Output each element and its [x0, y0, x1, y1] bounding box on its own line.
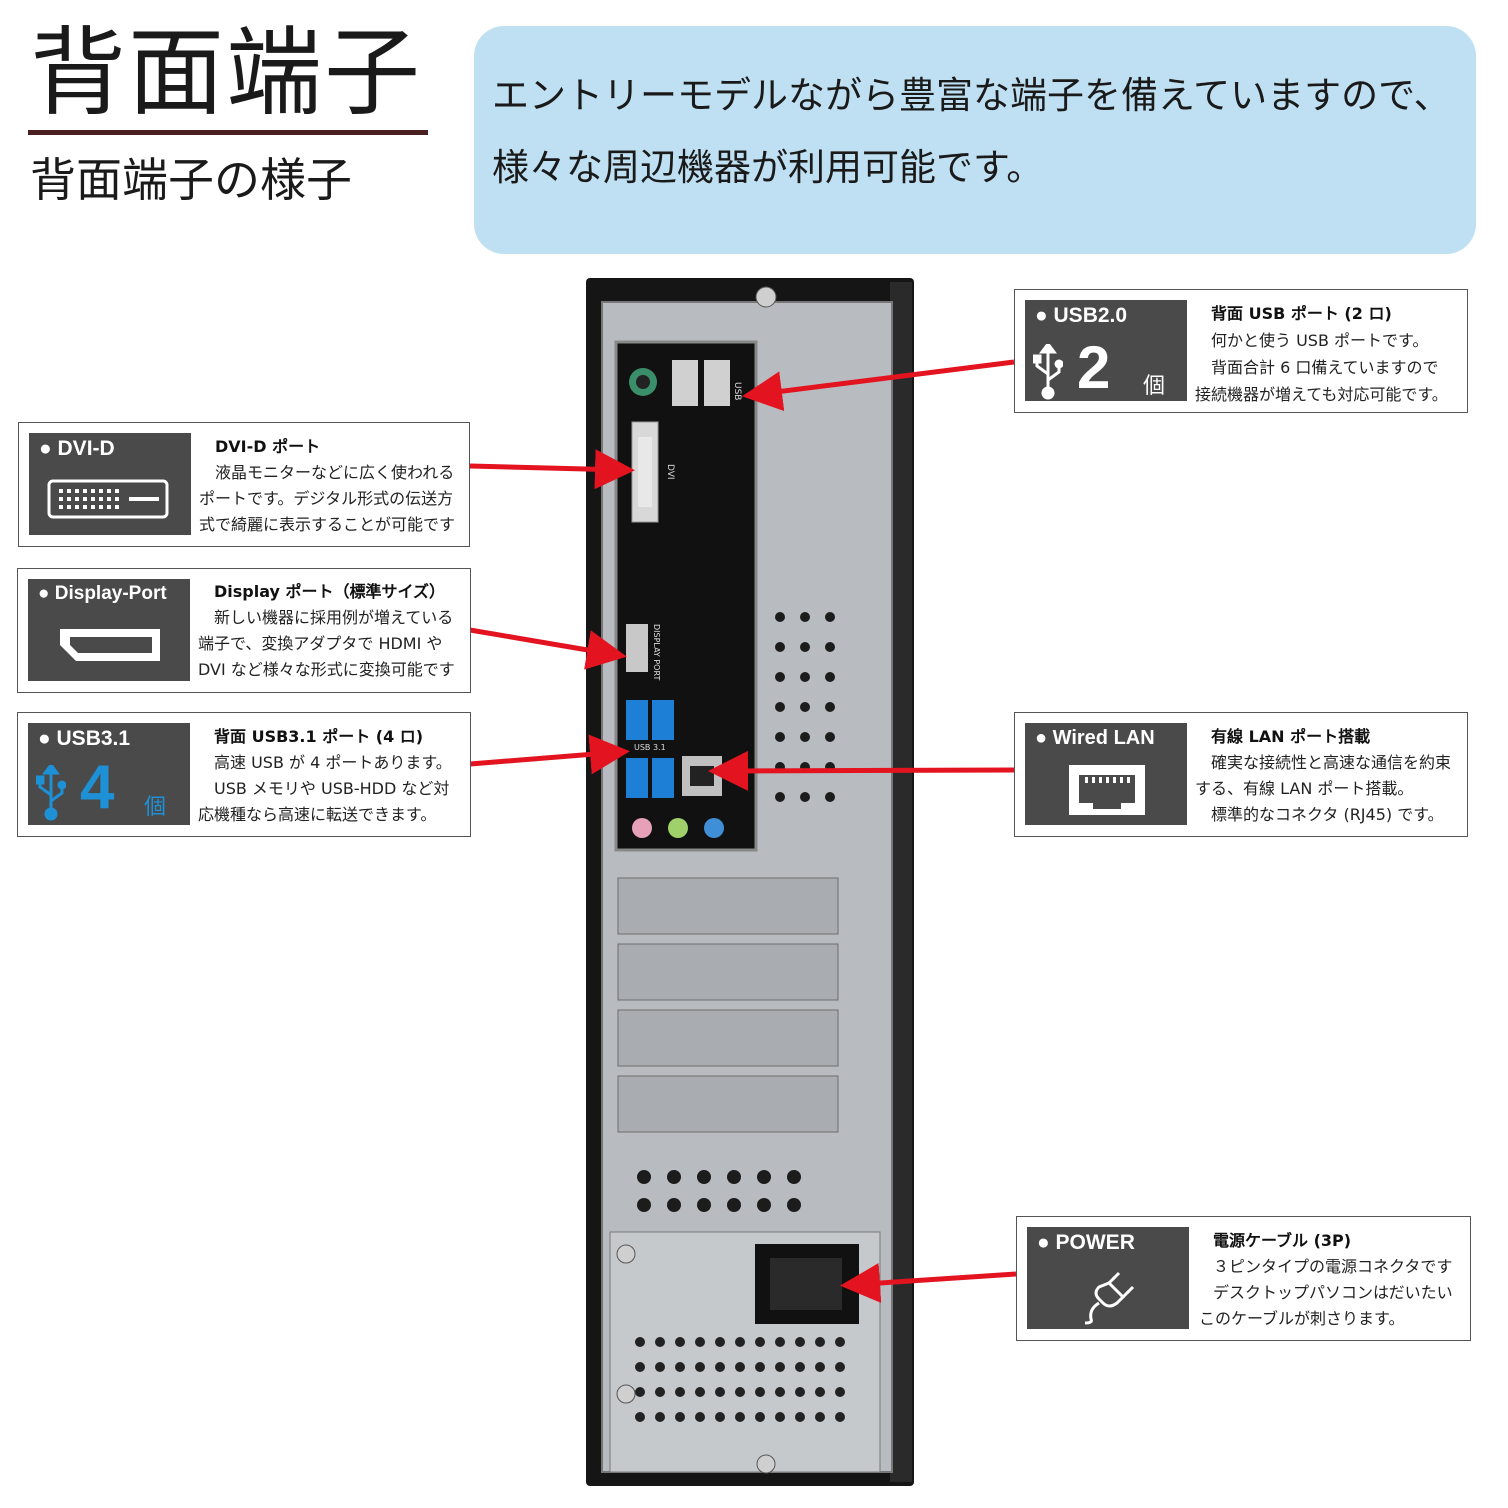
- usb-icon: [1033, 344, 1063, 400]
- card-title: 有線 LAN ポート搭載: [1211, 727, 1371, 746]
- card-line: DVI など様々な形式に変換可能です: [198, 660, 455, 679]
- arrow-usb3: [469, 734, 630, 775]
- pc-label-dvi: DVI: [665, 464, 675, 480]
- page-title: 背面端子: [30, 17, 422, 129]
- card-line: 式で綺麗に表示することが可能です: [199, 515, 456, 534]
- card-line: 確実な接続性と高速な通信を約束: [1211, 753, 1452, 772]
- arrow-displayport: [469, 627, 627, 670]
- usb-icon: [36, 765, 66, 821]
- card-line: する、有線 LAN ポート搭載。: [1195, 779, 1414, 798]
- arrow-lan: [708, 750, 1015, 791]
- card-line: 新しい機器に採用例が増えている: [214, 608, 454, 627]
- title-underline: [28, 130, 428, 135]
- tile-displayport: ● Display-Port: [28, 579, 190, 681]
- arrow-usb2: [742, 359, 1015, 412]
- card-line: 応機種なら高速に転送できます。: [198, 805, 437, 824]
- arrow-power: [840, 1263, 1017, 1303]
- dvi-connector-icon: [47, 479, 169, 519]
- usb2-count: 2: [1077, 334, 1111, 401]
- card-line: 端子で、変換アダプタで HDMI や: [198, 634, 443, 653]
- usb2-unit: 個: [1143, 374, 1166, 399]
- usb3-unit: 個: [144, 795, 167, 820]
- tile-label: ● USB2.0: [1035, 304, 1128, 327]
- arrow-dvi: [469, 449, 635, 490]
- card-line: 何かと使う USB ポートです。: [1211, 331, 1429, 350]
- card-title: 電源ケーブル (3P): [1213, 1231, 1352, 1250]
- card-lan: ● Wired LAN 有線 LAN ポート搭載 確実な接続性と高速な通信を約束…: [1014, 712, 1468, 837]
- intro-panel: エントリーモデルながら豊富な端子を備えていますので、 様々な周辺機器が利用可能で…: [474, 26, 1476, 254]
- card-title: 背面 USB ポート (2 ロ): [1211, 304, 1392, 323]
- card-usb3: ● USB3.1 4 個 背面 USB3.1 ポート (4 ロ) 高速 USB …: [17, 712, 471, 837]
- tile-usb2: ● USB2.0 2 個: [1025, 300, 1187, 401]
- tile-label: ● Display-Port: [38, 583, 167, 604]
- card-line: 高速 USB が 4 ポートあります。: [214, 753, 452, 772]
- card-power: ● POWER 電源ケーブル (3P) ３ピンタイプの電源コネクタです デスクト…: [1016, 1216, 1471, 1341]
- tile-label: ● POWER: [1037, 1231, 1135, 1254]
- card-title: 背面 USB3.1 ポート (4 ロ): [214, 727, 424, 746]
- card-line: 接続機器が増えても対応可能です。: [1195, 385, 1448, 404]
- tile-dvi: ● DVI-D: [29, 433, 191, 535]
- tile-label: ● Wired LAN: [1035, 727, 1155, 749]
- power-plug-icon: [1084, 1271, 1135, 1325]
- card-line: ３ピンタイプの電源コネクタです: [1213, 1257, 1453, 1276]
- card-line: 標準的なコネクタ (RJ45) です。: [1211, 805, 1444, 824]
- card-title: DVI-D ポート: [215, 437, 321, 456]
- page-subtitle: 背面端子の様子: [30, 153, 352, 207]
- card-line: 背面合計 6 口備えていますので: [1211, 358, 1439, 377]
- lan-port-icon: [1069, 765, 1145, 815]
- tile-lan: ● Wired LAN: [1025, 723, 1187, 825]
- displayport-icon: [60, 629, 160, 661]
- pc-label-usb31: USB 3.1: [634, 743, 666, 752]
- tile-label: ● USB3.1: [38, 727, 131, 750]
- card-displayport: ● Display-Port Display ポート（標準サイズ） 新しい機器に…: [17, 568, 471, 693]
- tile-power: ● POWER: [1027, 1227, 1189, 1329]
- usb3-count: 4: [80, 753, 115, 822]
- card-line: このケーブルが刺さります。: [1199, 1309, 1405, 1328]
- card-usb2: ● USB2.0 2 個 背面 USB ポート (2 ロ) 何かと使う USB …: [1014, 289, 1468, 413]
- card-line: USB メモリや USB-HDD など対: [214, 779, 450, 798]
- card-line: 液晶モニターなどに広く使われる: [215, 463, 455, 482]
- pc-label-usb: USB: [732, 382, 742, 400]
- intro-line: 様々な周辺機器が利用可能です。: [492, 146, 1044, 189]
- tile-usb3: ● USB3.1 4 個: [28, 723, 190, 825]
- card-title: Display ポート（標準サイズ）: [214, 582, 446, 601]
- intro-line: エントリーモデルながら豊富な端子を備えていますので、: [492, 74, 1451, 117]
- card-line: デスクトップパソコンはだいたい: [1213, 1283, 1453, 1302]
- pc-label-displayport: DISPLAY PORT: [652, 624, 661, 680]
- card-dvi: ● DVI-D DVI-D ポート 液晶モニターなどに広く使われる ポートです。…: [18, 422, 470, 547]
- card-line: ポートです。デジタル形式の伝送方: [199, 489, 454, 508]
- tile-label: ● DVI-D: [39, 437, 115, 460]
